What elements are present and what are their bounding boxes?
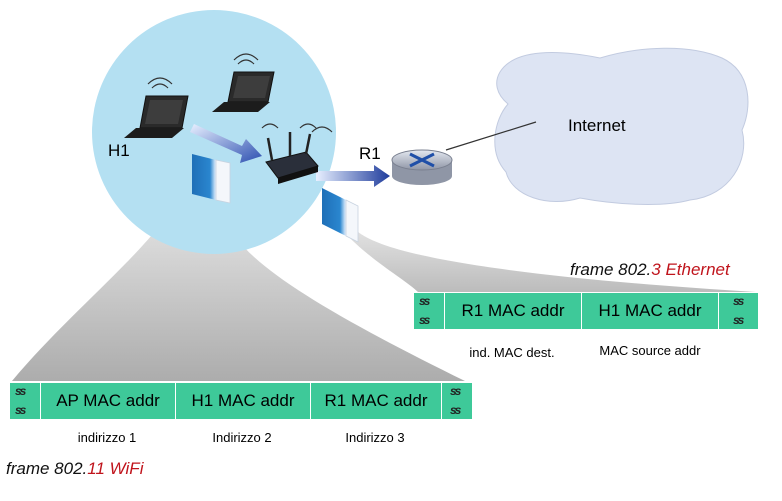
ethernet-transmit-arrow [316,165,390,187]
wifi-frame-caption: frame 802.11 WiFi [6,459,144,478]
wifi-frame-projection [12,172,465,381]
bss-coverage-circle [92,10,336,254]
wifi-transmit-arrow [190,124,262,163]
router-icon [391,149,453,185]
frame-end-break: ss ss [733,294,744,327]
frame-end-break: ss ss [450,384,461,417]
wifi-frame: ss ss AP MAC addr H1 MAC addr R1 MAC add… [10,383,472,419]
frame-sublabel: Indirizzo 3 [345,430,405,445]
frame-sublabel: MAC source addr [599,343,701,358]
packet-icon [192,154,231,204]
cloud-icon [494,47,749,205]
frame-field-addr1: AP MAC addr [40,383,175,419]
internet-label: Internet [568,116,626,135]
router-label: R1 [359,144,381,163]
ethernet-frame: ss ss R1 MAC addr H1 MAC addr ss ss [414,293,758,329]
laptop-icon [124,77,189,138]
host-label: H1 [108,141,130,160]
laptop-icon [212,53,275,112]
frame-field-source: H1 MAC addr [581,293,719,329]
frame-sublabel: Indirizzo 2 [212,430,272,445]
frame-field-addr2: H1 MAC addr [175,383,310,419]
frame-sublabel: indirizzo 1 [77,430,137,445]
packet-icon [322,188,359,243]
wireless-ap-icon [261,123,333,184]
ethernet-frame-projection [322,203,756,292]
router-internet-link [445,121,537,151]
frame-start-break: ss ss [15,384,26,417]
frame-sublabel: ind. MAC dest. [469,345,555,360]
ethernet-frame-caption: frame 802.3 Ethernet [570,260,730,279]
frame-start-break: ss ss [419,294,430,327]
frame-field-dest: R1 MAC addr [444,293,581,329]
frame-field-addr3: R1 MAC addr [310,383,442,419]
